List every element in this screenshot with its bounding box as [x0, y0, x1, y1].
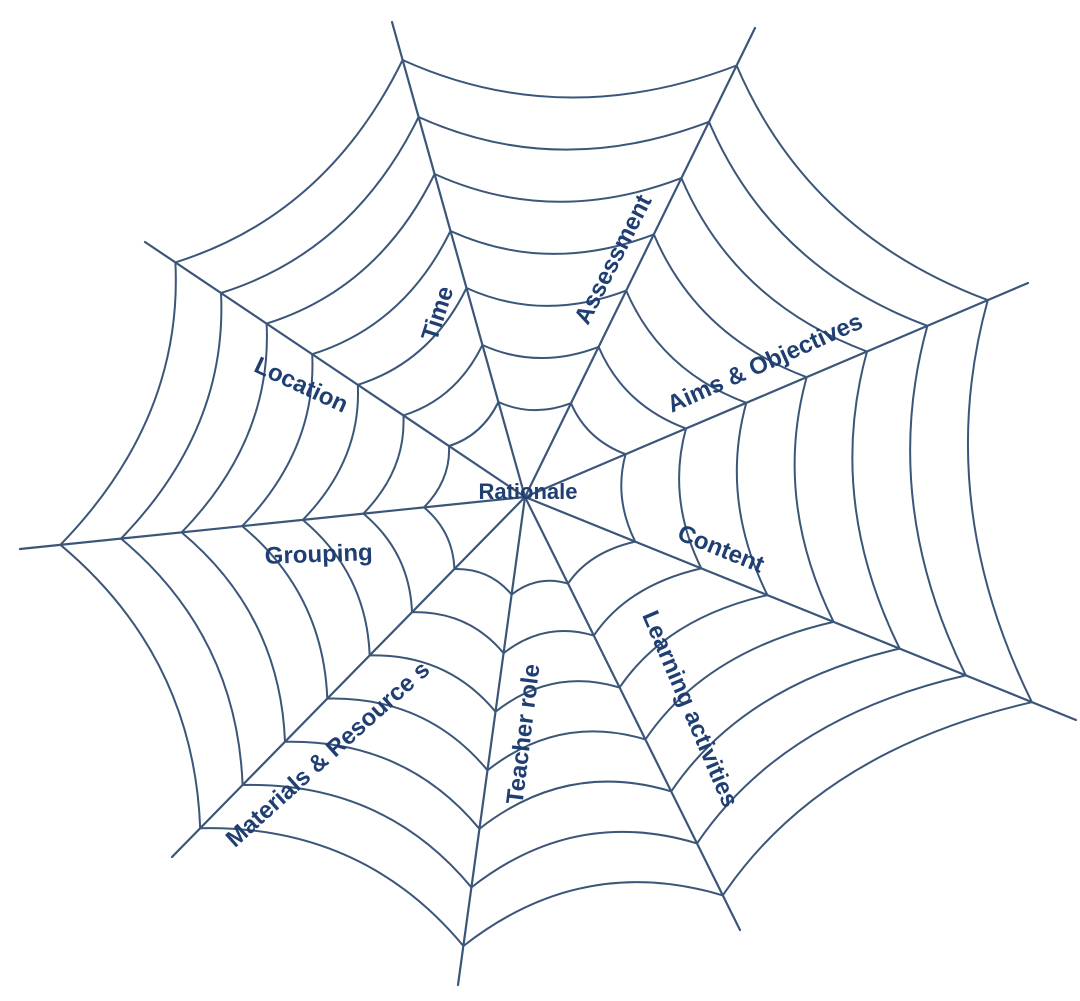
label-assessment: Assessment — [569, 190, 657, 328]
label-learning-activities: Learning activities — [636, 607, 743, 812]
label-grouping: Grouping — [264, 539, 373, 570]
label-rationale: Rationale — [478, 479, 577, 504]
label-teacher-role: Teacher role — [502, 662, 546, 805]
label-location: Location — [250, 352, 352, 419]
label-content: Content — [674, 520, 768, 579]
web-spoke-top-right — [525, 28, 755, 497]
web-spoke-bottom-right — [525, 497, 740, 930]
label-materials-resources: Materials & Resource s — [221, 656, 435, 853]
web-spoke-top — [392, 22, 525, 497]
web-spoke-right-upper — [525, 283, 1028, 497]
label-aims-objectives: Aims & Objectives — [663, 308, 867, 418]
